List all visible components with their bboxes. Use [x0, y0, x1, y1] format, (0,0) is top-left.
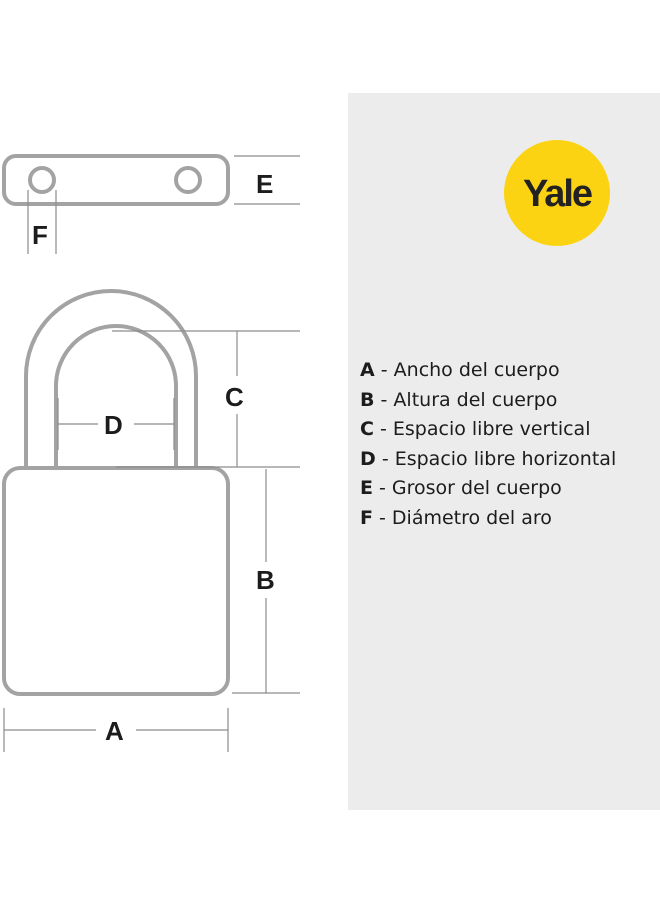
legend-key: F — [360, 506, 373, 529]
top-view-plate — [2, 154, 230, 206]
label-e: E — [256, 169, 273, 199]
legend-text: - Diámetro del aro — [372, 506, 552, 529]
dimension-legend: A - Ancho del cuerpo B - Altura del cuer… — [360, 356, 616, 533]
legend-item-b: B - Altura del cuerpo — [360, 386, 616, 416]
top-view — [2, 154, 230, 206]
padlock-shackle-inner — [54, 324, 178, 468]
legend-key: B — [360, 388, 375, 411]
legend-key: E — [360, 477, 373, 499]
legend-text: - Grosor del cuerpo — [372, 477, 562, 499]
legend-text: - Espacio libre horizontal — [375, 447, 617, 470]
yale-logo-text: Yale — [522, 172, 593, 215]
label-b: B — [256, 565, 275, 595]
label-f: F — [32, 220, 48, 250]
legend-item-d: D - Espacio libre horizontal — [360, 445, 616, 475]
dimension-b — [232, 469, 300, 694]
legend-text: - Ancho del cuerpo — [374, 359, 560, 381]
legend-text: - Espacio libre vertical — [373, 418, 591, 440]
legend-panel — [348, 93, 660, 810]
legend-item-c: C - Espacio libre vertical — [360, 415, 616, 445]
top-view-hole-right — [174, 166, 202, 194]
dimension-f — [27, 190, 57, 254]
padlock-front-view — [2, 289, 230, 696]
label-d: D — [104, 410, 123, 440]
legend-text: - Altura del cuerpo — [374, 388, 558, 411]
legend-key: A — [360, 359, 375, 381]
top-view-hole-left — [28, 166, 56, 194]
padlock-shackle-outer — [24, 289, 198, 468]
legend-item-e: E - Grosor del cuerpo — [360, 474, 616, 504]
label-c: C — [225, 382, 244, 412]
legend-item-f: F - Diámetro del aro — [360, 504, 616, 534]
dimension-c — [112, 330, 300, 468]
yale-logo: Yale — [504, 140, 610, 246]
dimension-a — [3, 708, 229, 752]
dimension-d — [57, 398, 175, 450]
padlock-body — [2, 466, 230, 696]
legend-item-a: A - Ancho del cuerpo — [360, 356, 616, 386]
legend-key: D — [360, 447, 376, 470]
dimension-e — [234, 155, 300, 205]
legend-key: C — [360, 418, 374, 440]
label-a: A — [105, 716, 124, 746]
